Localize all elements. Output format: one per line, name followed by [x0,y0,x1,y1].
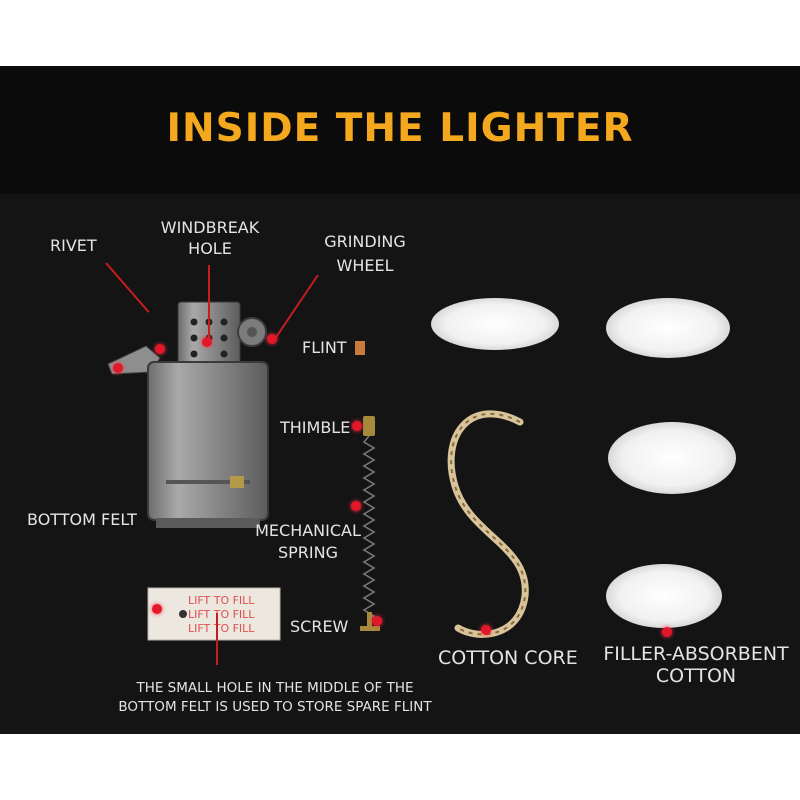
marker-thimble [352,421,362,431]
cotton-piece-3 [608,422,736,494]
label-windbreak-line2: HOLE [188,239,232,258]
bottom-felt-piece: LIFT TO FILL LIFT TO FILL LIFT TO FILL [147,587,281,641]
felt-note-line2: BOTTOM FELT IS USED TO STORE SPARE FLINT [118,699,432,715]
lighter-illustration: LIFT TO FILL LIFT TO FILL LIFT TO FILL [107,298,736,641]
felt-print-1: LIFT TO FILL [188,594,255,607]
label-grinding-line1: GRINDING [324,232,406,251]
label-windbreak-line1: WINDBREAK [160,218,260,237]
label-spring-line2: SPRING [277,543,338,562]
flint-piece [355,341,365,355]
marker-mechanical-spring [351,501,361,511]
cotton-piece-1 [431,298,559,350]
marker-filler-cotton [662,627,672,637]
label-thimble: THIMBLE [280,418,351,437]
marker-screw [372,616,382,626]
felt-note-line1: THE SMALL HOLE IN THE MIDDLE OF THE [136,680,414,696]
felt-print-3: LIFT TO FILL [188,622,255,635]
marker-bottom-felt [152,604,162,614]
diagram-title: INSIDE THE LIGHTER [166,106,634,151]
marker-windbreak-hole [202,337,212,347]
cotton-core-wick [447,410,529,638]
label-filler-line2: COTTON [655,665,737,687]
marker-grinding-wheel [267,334,277,344]
pointer-line-windbreak [208,265,210,342]
cotton-piece-2 [606,298,730,358]
marker-cotton-core [481,625,491,635]
cotton-piece-4 [606,564,722,628]
label-grinding-line2: WHEEL [336,256,394,275]
label-screw: SCREW [290,617,349,636]
marker-rivet [155,344,165,354]
label-cotton-core: COTTON CORE [438,647,578,669]
label-filler-line1: FILLER-ABSORBENT [603,643,789,665]
marker-lever [113,363,123,373]
label-spring-line1: MECHANICAL [255,521,361,540]
diagram-panel: INSIDE THE LIGHTER [0,66,800,734]
label-flint: FLINT [302,338,347,357]
label-rivet: RIVET [50,236,97,255]
cotton-core-weave [450,412,527,636]
label-bottom-felt: BOTTOM FELT [27,510,137,529]
title-bar: INSIDE THE LIGHTER [0,66,800,194]
spring-assembly [360,416,380,631]
felt-print-2: LIFT TO FILL [188,608,255,621]
lighter-insert [107,301,269,528]
pointer-line-felt-note [216,613,218,665]
